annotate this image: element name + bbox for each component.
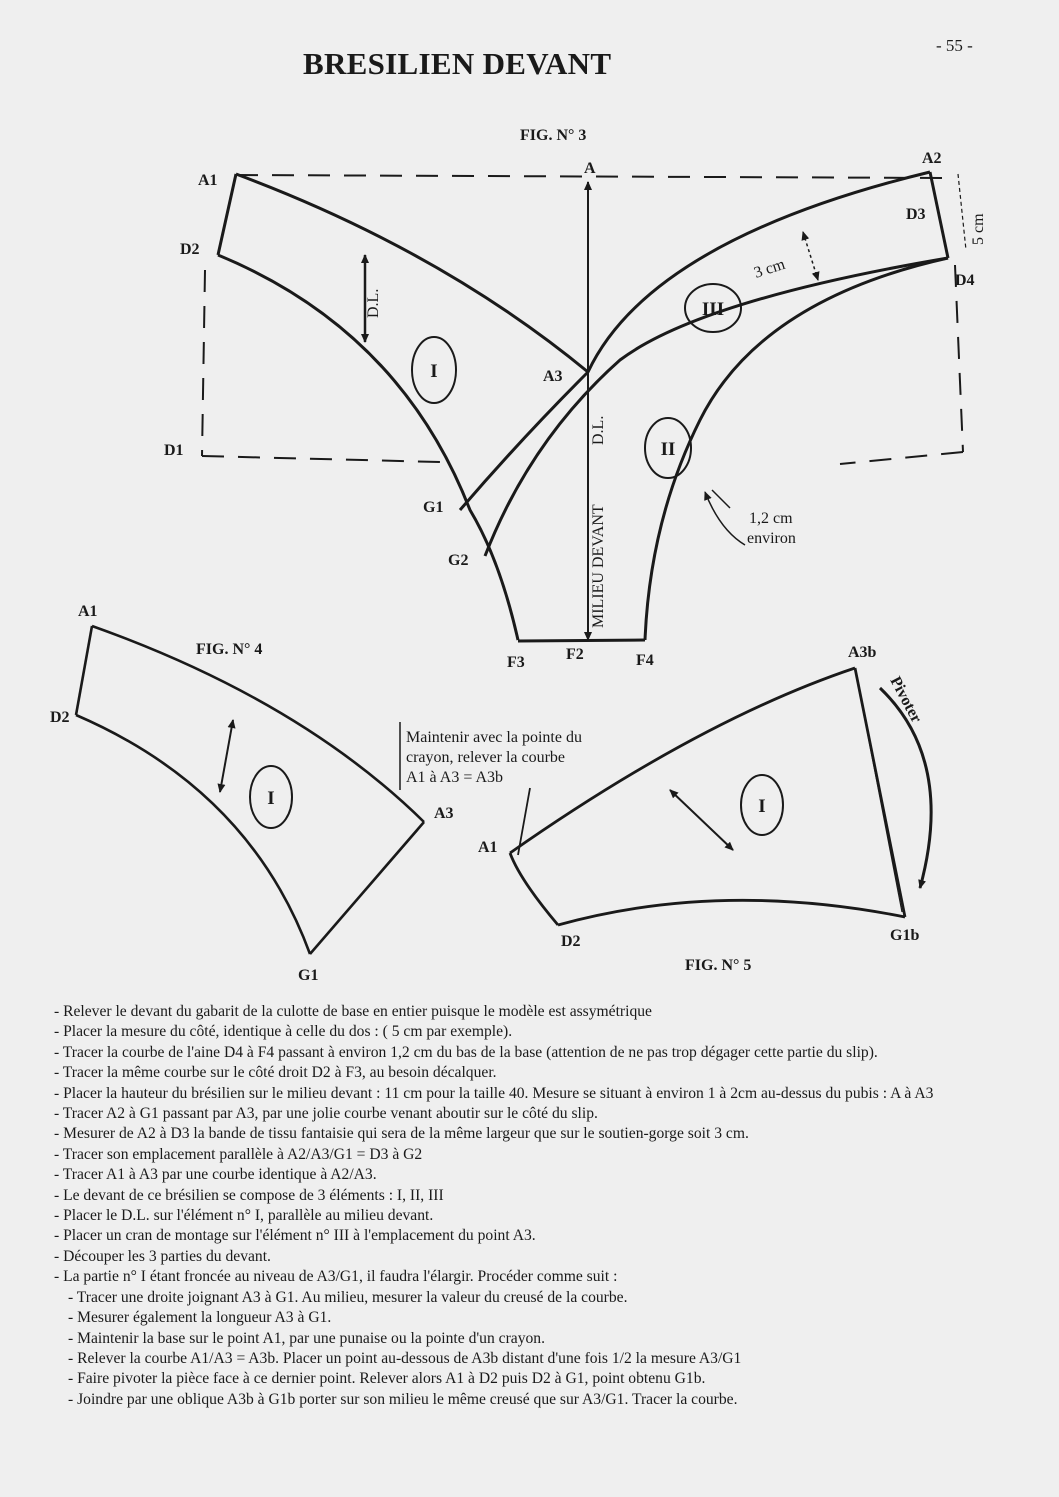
instruction-line: - Tracer une droite joignant A3 à G1. Au… <box>68 1288 628 1306</box>
instruction-line: - Placer la hauteur du brésilien sur le … <box>54 1084 934 1102</box>
instruction-line: - Tracer A2 à G1 passant par A3, par une… <box>54 1105 598 1123</box>
fig3-5cm-measure <box>957 173 967 251</box>
figure-5: FIG. N° 5 Pivoter I Maintenir avec la po… <box>399 644 933 974</box>
fig5-part-1-label: I <box>758 796 765 817</box>
figure-4: FIG. N° 4 I A1 D2 A3 G1 <box>50 603 454 984</box>
fig3-point-f3: F3 <box>507 654 525 671</box>
fig5-note-line1: Maintenir avec la pointe du <box>406 729 582 746</box>
fig3-point-g2: G2 <box>448 552 468 569</box>
fig5-caption: FIG. N° 5 <box>685 957 751 974</box>
figure-3: FIG. N° 3 <box>164 127 987 671</box>
fig3-point-a3: A3 <box>543 368 563 385</box>
fig5-point-a1: A1 <box>478 839 498 856</box>
fig3-part-3: III <box>684 283 742 333</box>
fig3-point-a2: A2 <box>922 150 942 167</box>
fig5-part-1: I <box>740 774 784 836</box>
fig4-grain-arrow <box>217 719 236 793</box>
fig3-curve-a2-g1 <box>458 170 931 511</box>
instructions: - Relever le devant du gabarit de la cul… <box>54 1002 994 1410</box>
fig3-point-g1: G1 <box>423 499 443 516</box>
fig5-pivot-arrow <box>878 686 933 889</box>
fig3-3cm-measure <box>801 231 820 281</box>
fig3-point-f2: F2 <box>566 646 584 663</box>
fig3-part-3-label: III <box>702 299 724 320</box>
instruction-line: - Mesurer également la longueur A3 à G1. <box>68 1309 332 1327</box>
instruction-line: - Relever le devant du gabarit de la cul… <box>54 1003 652 1020</box>
fig3-part-2: II <box>644 417 692 479</box>
instruction-line: - La partie n° I étant froncée au niveau… <box>54 1268 618 1286</box>
instruction-line: - Faire pivoter la pièce face à ce derni… <box>68 1370 706 1388</box>
instruction-line: - Tracer la courbe de l'aine D4 à F4 pas… <box>54 1043 878 1061</box>
instruction-line: - Maintenir la base sur le point A1, par… <box>68 1329 545 1347</box>
fig5-grain-arrow <box>669 789 734 851</box>
fig3-base-outline <box>201 174 964 465</box>
fig3-contour <box>216 170 950 643</box>
fig3-curve-a1-a3 <box>235 172 589 374</box>
fig5-point-d2: D2 <box>561 933 581 950</box>
fig3-curve-d2-f3 <box>217 253 520 641</box>
fig5-note-line2: crayon, relever la courbe <box>406 749 565 766</box>
fig3-point-d1: D1 <box>164 442 184 459</box>
fig4-a3-g1-chord <box>365 829 419 891</box>
fig5-point-g1b: G1b <box>890 927 919 944</box>
fig3-edge-a1-d2 <box>216 173 238 256</box>
fig3-point-d2: D2 <box>180 241 200 258</box>
instruction-line: - Mesurer de A2 à D3 la bande de tissu f… <box>54 1125 749 1143</box>
fig3-caption: FIG. N° 3 <box>520 127 586 144</box>
fig5-point-a3b: A3b <box>848 644 877 661</box>
instruction-line: - Découper les 3 parties du devant. <box>54 1247 271 1265</box>
page-number: - 55 - <box>936 36 973 55</box>
fig3-point-d3: D3 <box>906 206 926 223</box>
fig3-12cm-arrow <box>704 491 746 546</box>
pattern-diagrams: FIG. N° 3 <box>50 127 987 984</box>
fig5-contour <box>508 666 907 927</box>
fig3-12cm-line1: 1,2 cm <box>749 510 793 527</box>
fig5-a3b-g1b-chord <box>854 667 903 913</box>
instruction-line: - Placer un cran de montage sur l'élémen… <box>54 1227 536 1245</box>
fig3-edge-a2-d4 <box>928 171 950 259</box>
fig3-point-a1: A1 <box>198 172 218 189</box>
fig4-point-a3: A3 <box>434 805 454 822</box>
instruction-line: - Relever la courbe A1/A3 = A3b. Placer … <box>68 1349 742 1367</box>
instruction-line: - Placer le D.L. sur l'élément n° I, par… <box>54 1207 434 1225</box>
fig4-point-a1: A1 <box>78 603 98 620</box>
fig3-5cm-label: 5 cm <box>970 213 987 245</box>
fig5-note-pointer <box>517 787 531 856</box>
fig4-point-d2: D2 <box>50 709 70 726</box>
instruction-line: - Tracer son emplacement parallèle à A2/… <box>54 1145 423 1163</box>
fig3-dl-label: D.L. <box>365 289 382 318</box>
instruction-line: - Placer la mesure du côté, identique à … <box>54 1023 513 1041</box>
fig4-part-1-label: I <box>267 788 274 809</box>
fig3-curve-d4-f4 <box>643 256 949 641</box>
instruction-line: - Joindre par une oblique A3b à G1b port… <box>68 1390 738 1408</box>
fig3-part-2-label: II <box>661 439 676 460</box>
fig4-point-g1: G1 <box>298 967 318 984</box>
fig3-milieu-label: MILIEU DEVANT <box>590 504 607 628</box>
fig4-caption: FIG. N° 4 <box>196 641 262 658</box>
fig3-curve-d3-g2 <box>483 256 949 557</box>
fig4-part-1: I <box>249 765 293 829</box>
fig3-part-1: I <box>411 336 457 404</box>
fig3-3cm-label: 3 cm <box>752 256 788 282</box>
fig3-12cm-line2: environ <box>747 530 796 547</box>
instruction-line: - Tracer la même courbe sur le côté droi… <box>54 1064 497 1082</box>
instruction-line: - Tracer A1 à A3 par une courbe identiqu… <box>54 1166 377 1184</box>
fig3-12cm-tick <box>711 489 731 509</box>
fig5-note-line3: A1 à A3 = A3b <box>406 769 503 786</box>
fig3-edge-f3-f4 <box>517 638 646 643</box>
fig3-milieu-dl-label: D.L. <box>590 416 607 445</box>
fig3-part-1-label: I <box>430 361 437 382</box>
fig3-point-a: A <box>584 160 596 177</box>
instruction-line: - Le devant de ce brésilien se compose d… <box>54 1186 444 1204</box>
page-title: BRESILIEN DEVANT <box>303 46 612 81</box>
fig3-point-d4: D4 <box>955 272 975 289</box>
fig3-point-f4: F4 <box>636 652 654 669</box>
